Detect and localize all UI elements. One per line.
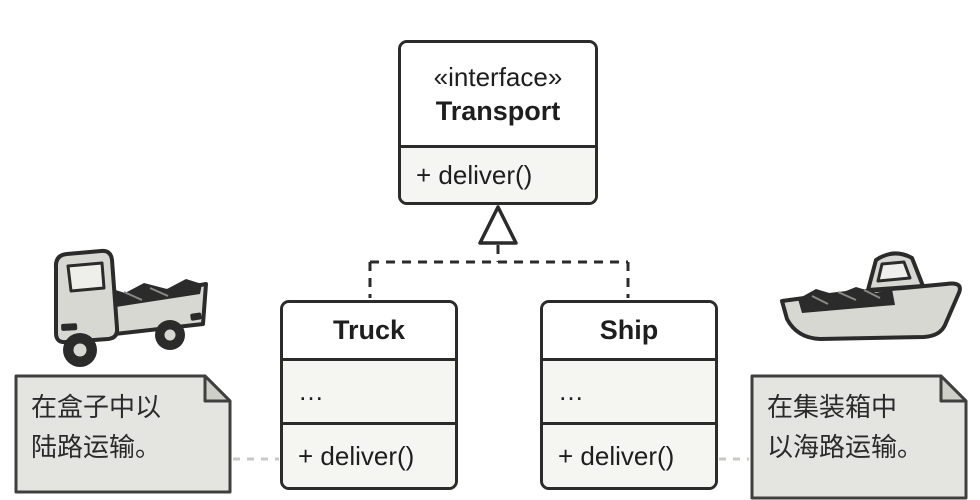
truck-methods-compartment: + deliver() [283, 422, 455, 487]
ship-methods-compartment: + deliver() [543, 422, 715, 487]
note-ship-line-2: 以海路运输。 [767, 432, 924, 462]
note-truck-line-2: 陆路运输。 [31, 432, 162, 462]
ship-cargo-texture [811, 289, 881, 305]
ship-fields-label: … [558, 376, 584, 406]
truck-class-name: Truck [283, 303, 455, 358]
ship-fields-compartment: … [543, 358, 715, 422]
realization-connector [368, 245, 630, 298]
note-shape [14, 374, 232, 494]
note-shape [750, 374, 968, 500]
ship-illustration-icon [776, 244, 966, 366]
truck-rear-hub [164, 329, 176, 341]
note-ship: 在集装箱中 以海路运输。 [750, 374, 968, 500]
note-ship-text: 在集装箱中 以海路运输。 [767, 387, 923, 467]
truck-fields-label: … [298, 376, 324, 406]
truck-window [66, 261, 106, 293]
ship-cabin-window [876, 260, 912, 283]
ship-class-box: Ship … + deliver() [540, 300, 718, 490]
interface-name: Transport [435, 95, 561, 126]
realization-triangle-icon [478, 205, 518, 245]
truck-fields-compartment: … [283, 358, 455, 422]
interface-methods-compartment: + deliver() [401, 145, 595, 202]
note-truck: 在盒子中以 陆路运输。 [14, 374, 232, 494]
interface-class-box: «interface» Transport + deliver() [398, 40, 598, 205]
truck-grill [61, 323, 78, 331]
truck-method-label: + deliver() [298, 440, 415, 471]
note-ship-line-1: 在集装箱中 [767, 392, 898, 422]
truck-taillight [190, 312, 202, 321]
interface-header: «interface» Transport [401, 43, 595, 145]
truck-front-hub [73, 343, 87, 357]
ship-class-name: Ship [543, 303, 715, 358]
note-truck-text: 在盒子中以 陆路运输。 [31, 387, 161, 467]
interface-stereotype: «interface» [433, 61, 563, 92]
ship-method-label: + deliver() [558, 440, 675, 471]
truck-class-box: Truck … + deliver() [280, 300, 458, 490]
interface-method-label: + deliver() [416, 159, 533, 190]
truck-illustration-icon [20, 234, 210, 374]
note-truck-line-1: 在盒子中以 [31, 392, 162, 422]
